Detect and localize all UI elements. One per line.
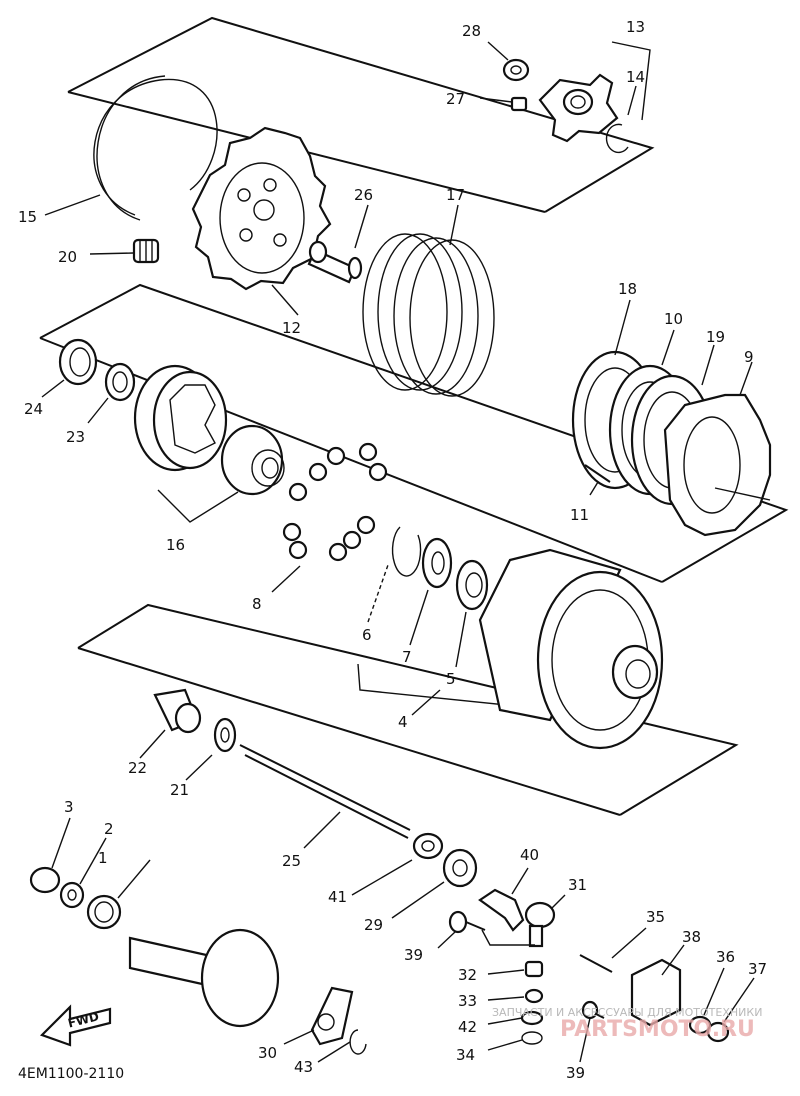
lever-part-30 <box>283 986 354 1046</box>
callout-34: 34 <box>456 1046 475 1064</box>
clutch-boss-part-16 <box>133 364 285 523</box>
callout-29: 29 <box>364 916 383 934</box>
bolt-part-39a <box>437 910 486 949</box>
callout-16: 16 <box>166 536 185 554</box>
pressure-plate-part-12 <box>191 126 332 316</box>
callout-21: 21 <box>170 781 189 799</box>
callout-4: 4 <box>398 713 408 731</box>
spring-part-20 <box>89 238 160 264</box>
callout-19: 19 <box>706 328 725 346</box>
washer-part-24 <box>41 338 98 398</box>
callout-27: 27 <box>446 90 465 108</box>
push-piece-part-22 <box>139 688 202 759</box>
callout-17: 17 <box>446 186 465 204</box>
callout-26: 26 <box>354 186 373 204</box>
callout-9: 9 <box>744 348 754 366</box>
bolt-part-32 <box>487 960 544 978</box>
callout-20: 20 <box>58 248 77 266</box>
callout-39b: 39 <box>566 1064 585 1082</box>
bolt-part-27 <box>479 96 528 112</box>
lock-washer-part-23 <box>87 362 136 424</box>
callout-40: 40 <box>520 846 539 864</box>
lever-part-40 <box>478 867 529 932</box>
callout-15: 15 <box>18 208 37 226</box>
washer-part-7 <box>409 537 453 646</box>
push-shaft-part-26 <box>307 204 369 284</box>
callout-24: 24 <box>24 400 43 418</box>
push-rod-part-25 <box>239 744 411 849</box>
callout-43: 43 <box>294 1058 313 1076</box>
callout-14: 14 <box>626 68 645 86</box>
seal-part-29 <box>391 848 478 919</box>
callout-1: 1 <box>98 849 108 867</box>
callout-25: 25 <box>282 852 301 870</box>
bearing-part-5 <box>455 559 489 668</box>
clutch-housing-part-4 <box>411 548 664 750</box>
callout-labels: 1 2 3 4 5 6 7 8 9 10 11 12 13 14 15 16 1… <box>18 18 767 1082</box>
bracket-part-38 <box>630 944 685 1027</box>
callout-22: 22 <box>128 759 147 777</box>
washer-part-2 <box>59 837 107 909</box>
callout-18: 18 <box>618 280 637 298</box>
wire-circlip-part-15 <box>44 75 218 221</box>
clip-part-34 <box>487 1031 543 1051</box>
screw-part-35 <box>579 927 647 973</box>
callout-28: 28 <box>462 22 481 40</box>
washer-part-21 <box>185 717 237 781</box>
washer-part-41 <box>351 832 444 896</box>
watermark-tagline: ЗАПЧАСТИ И АКСЕССУАРЫ ДЛЯ МОТОТЕХНИКИ <box>492 1006 762 1019</box>
friction-plates-part-17 <box>362 204 495 397</box>
callout-33: 33 <box>458 992 477 1010</box>
fwd-arrow-icon: FWD <box>39 1004 112 1047</box>
nut-part-37 <box>706 977 755 1043</box>
gear-part-1 <box>86 859 151 930</box>
part-code-label: 4EM1100-2110 <box>18 1066 124 1082</box>
circlip-part-6 <box>367 526 422 623</box>
callout-13: 13 <box>626 18 645 36</box>
group-outline-clutch-housing <box>39 283 789 583</box>
callout-23: 23 <box>66 428 85 446</box>
circlip-part-14 <box>605 85 637 154</box>
nut-part-28 <box>487 41 530 82</box>
nut-part-33 <box>487 988 544 1004</box>
callout-35: 35 <box>646 908 665 926</box>
bearing-housing-part <box>538 73 619 143</box>
callout-38: 38 <box>682 928 701 946</box>
main-axle <box>128 928 280 1028</box>
callout-37: 37 <box>748 960 767 978</box>
callout-7: 7 <box>402 648 412 666</box>
callout-5: 5 <box>446 670 456 688</box>
washer-part-42 <box>487 1010 544 1026</box>
bolt-part-11 <box>584 464 611 496</box>
watermark: ЗАПЧАСТИ И АКСЕССУАРЫ ДЛЯ МОТОТЕХНИКИ PA… <box>492 1006 762 1042</box>
callout-41: 41 <box>328 888 347 906</box>
callout-10: 10 <box>664 310 683 328</box>
callout-2: 2 <box>104 820 114 838</box>
callout-8: 8 <box>252 595 262 613</box>
watermark-brand: PARTSMOTO.RU <box>560 1017 755 1042</box>
callout-36: 36 <box>716 948 735 966</box>
fitting-part-31 <box>524 894 566 948</box>
group-outline-push-rod <box>77 603 739 816</box>
balls-part-8 <box>271 442 388 593</box>
callout-30: 30 <box>258 1044 277 1062</box>
callout-6: 6 <box>362 626 372 644</box>
callout-32: 32 <box>458 966 477 984</box>
callout-12: 12 <box>282 319 301 337</box>
clip-part-43 <box>317 1029 367 1063</box>
bolt-part-39b <box>579 1000 605 1063</box>
plate-stack-parts-18-10-19-9 <box>571 299 772 537</box>
callout-11: 11 <box>570 506 589 524</box>
callout-3: 3 <box>64 798 74 816</box>
nut-part-3 <box>29 817 71 894</box>
callout-39a: 39 <box>404 946 423 964</box>
callout-42: 42 <box>458 1018 477 1036</box>
callout-31: 31 <box>568 876 587 894</box>
